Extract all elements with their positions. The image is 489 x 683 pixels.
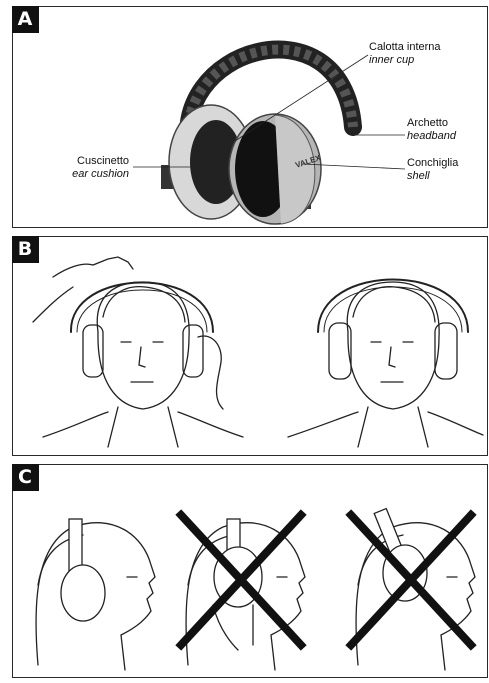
headband-label-en: headband xyxy=(407,130,456,143)
panel-b: B xyxy=(12,236,488,456)
panel-c: C xyxy=(12,464,488,678)
correct-profile xyxy=(36,519,155,670)
panel-a: A VALEX Calotta interna inner cup Archet… xyxy=(12,6,488,228)
ear-cushion-label-it: Cuscinetto xyxy=(77,155,129,167)
figure-fitted xyxy=(288,280,483,448)
headband-label-it: Archetto xyxy=(407,117,448,129)
shell-label-it: Conchiglia xyxy=(407,157,458,169)
fitting-illustration xyxy=(13,237,489,457)
shell-label-en: shell xyxy=(407,170,458,183)
inner-cup-label-en: inner cup xyxy=(369,54,441,67)
headband-label: Archetto headband xyxy=(407,117,456,143)
ear-cushion-label: Cuscinetto ear cushion xyxy=(53,155,129,181)
ear-cushion-label-en: ear cushion xyxy=(53,168,129,181)
figure-adjusting xyxy=(33,257,243,447)
inner-cup-label-it: Calotta interna xyxy=(369,41,441,53)
inner-cup-label: Calotta interna inner cup xyxy=(369,41,441,67)
shell-label: Conchiglia shell xyxy=(407,157,458,183)
correct-wear-illustration xyxy=(13,465,489,679)
